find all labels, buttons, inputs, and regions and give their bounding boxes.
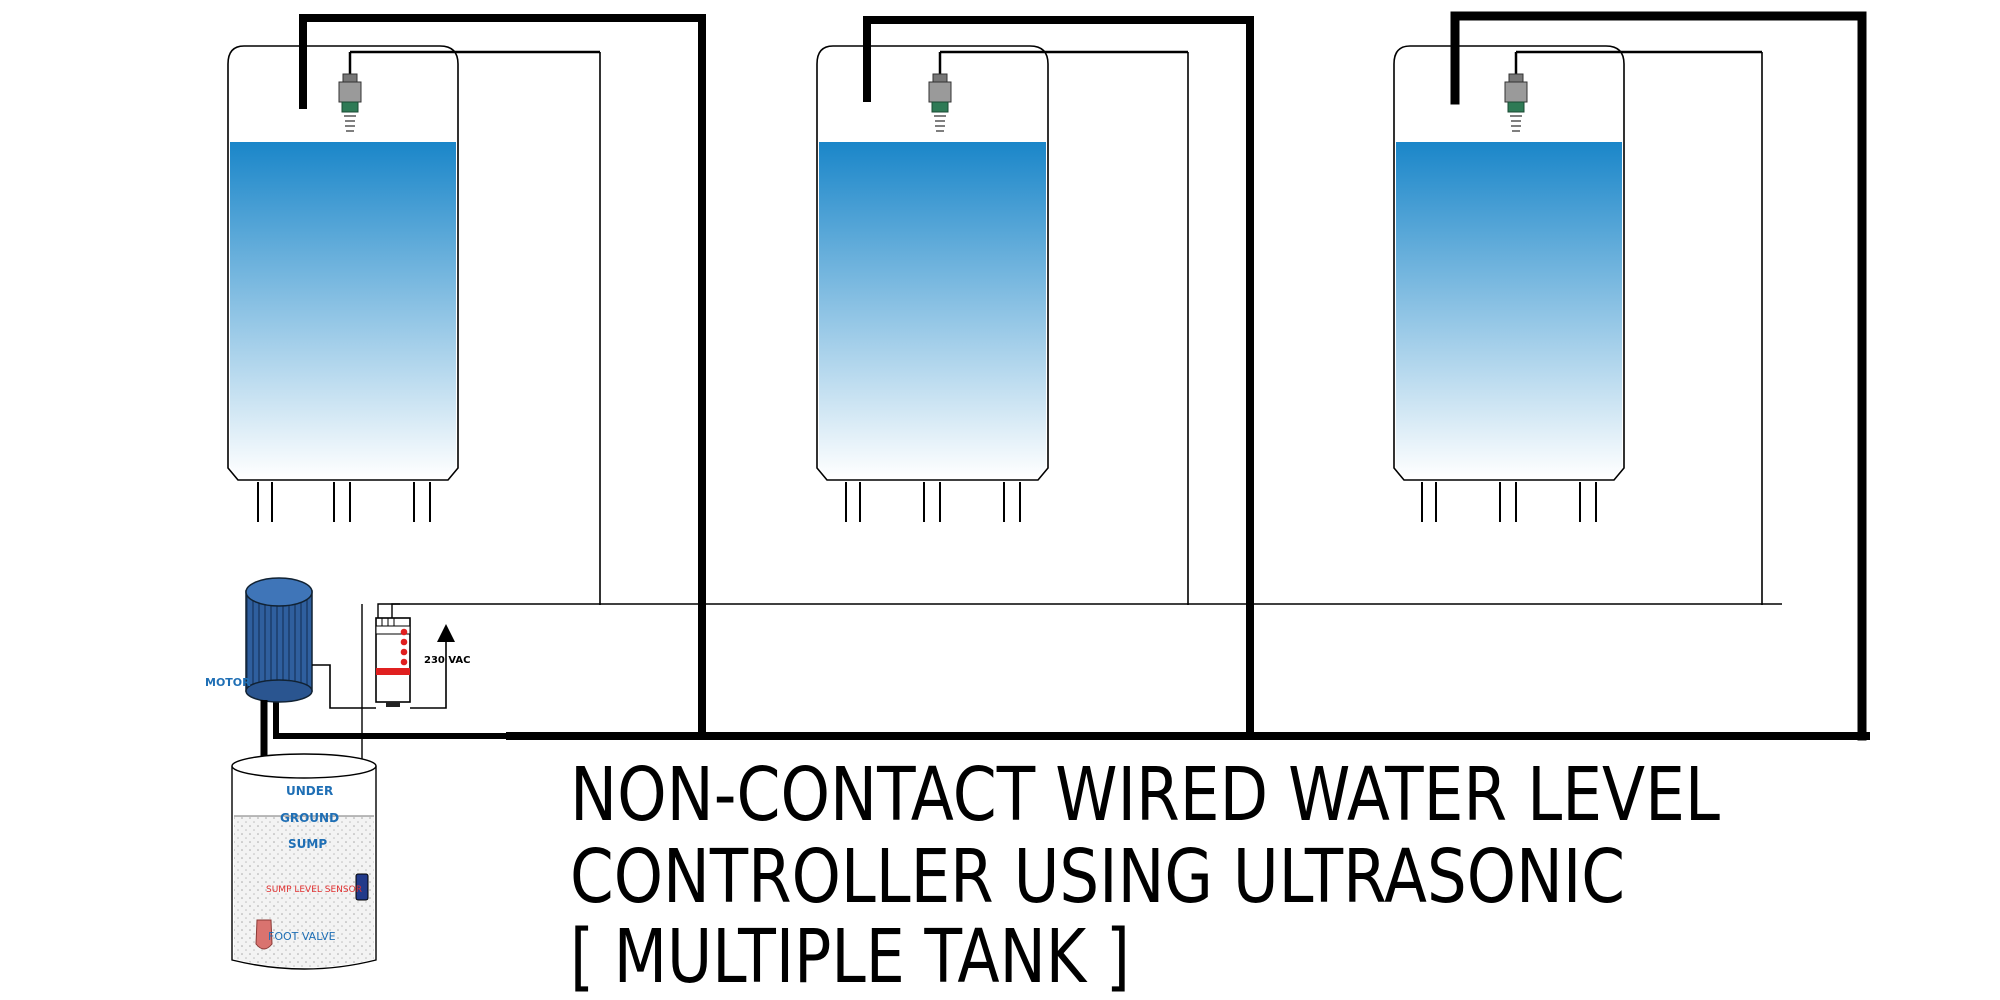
motor-label: MOTOR: [205, 676, 251, 689]
tank-3: [1393, 45, 1763, 605]
arrow-up-icon: [437, 624, 455, 642]
title-line-2: CONTROLLER USING ULTRASONIC: [570, 834, 1625, 920]
tank-2-legs: [845, 482, 1021, 522]
title-line-3: [ MULTIPLE TANK ]: [570, 914, 1130, 1000]
tank-3-legs: [1421, 482, 1597, 522]
tank-1: [227, 45, 601, 605]
sump-sensor-label: SUMP LEVEL SENSOR: [266, 885, 362, 895]
sump-level-sensor-icon: [355, 873, 369, 901]
sump-label-line2: GROUND: [280, 811, 339, 825]
ultrasonic-sensor-icon: [338, 50, 600, 132]
sump-label-line1: UNDER: [286, 784, 333, 798]
tank-1-legs: [257, 482, 431, 522]
tank-2: [816, 45, 1189, 605]
title-line-1: NON-CONTACT WIRED WATER LEVEL: [570, 752, 1720, 838]
sensor-signal-wires: [377, 603, 1782, 618]
ultrasonic-sensor-icon: [1504, 50, 1762, 132]
underground-sump: [231, 753, 377, 970]
foot-valve-label: FOOT VALVE: [268, 930, 336, 943]
tank-2-water: [819, 142, 1046, 478]
tank-1-water: [230, 142, 456, 478]
voltage-label: 230 VAC: [424, 655, 471, 666]
controller-unit: [361, 603, 455, 880]
inlet-pipes: [273, 11, 1870, 741]
tank-3-water: [1396, 142, 1622, 478]
sump-label-line3: SUMP: [288, 837, 327, 851]
foot-valve-icon: [255, 919, 273, 950]
motor-power-wire: [312, 664, 376, 709]
ultrasonic-sensor-icon: [928, 50, 1188, 132]
